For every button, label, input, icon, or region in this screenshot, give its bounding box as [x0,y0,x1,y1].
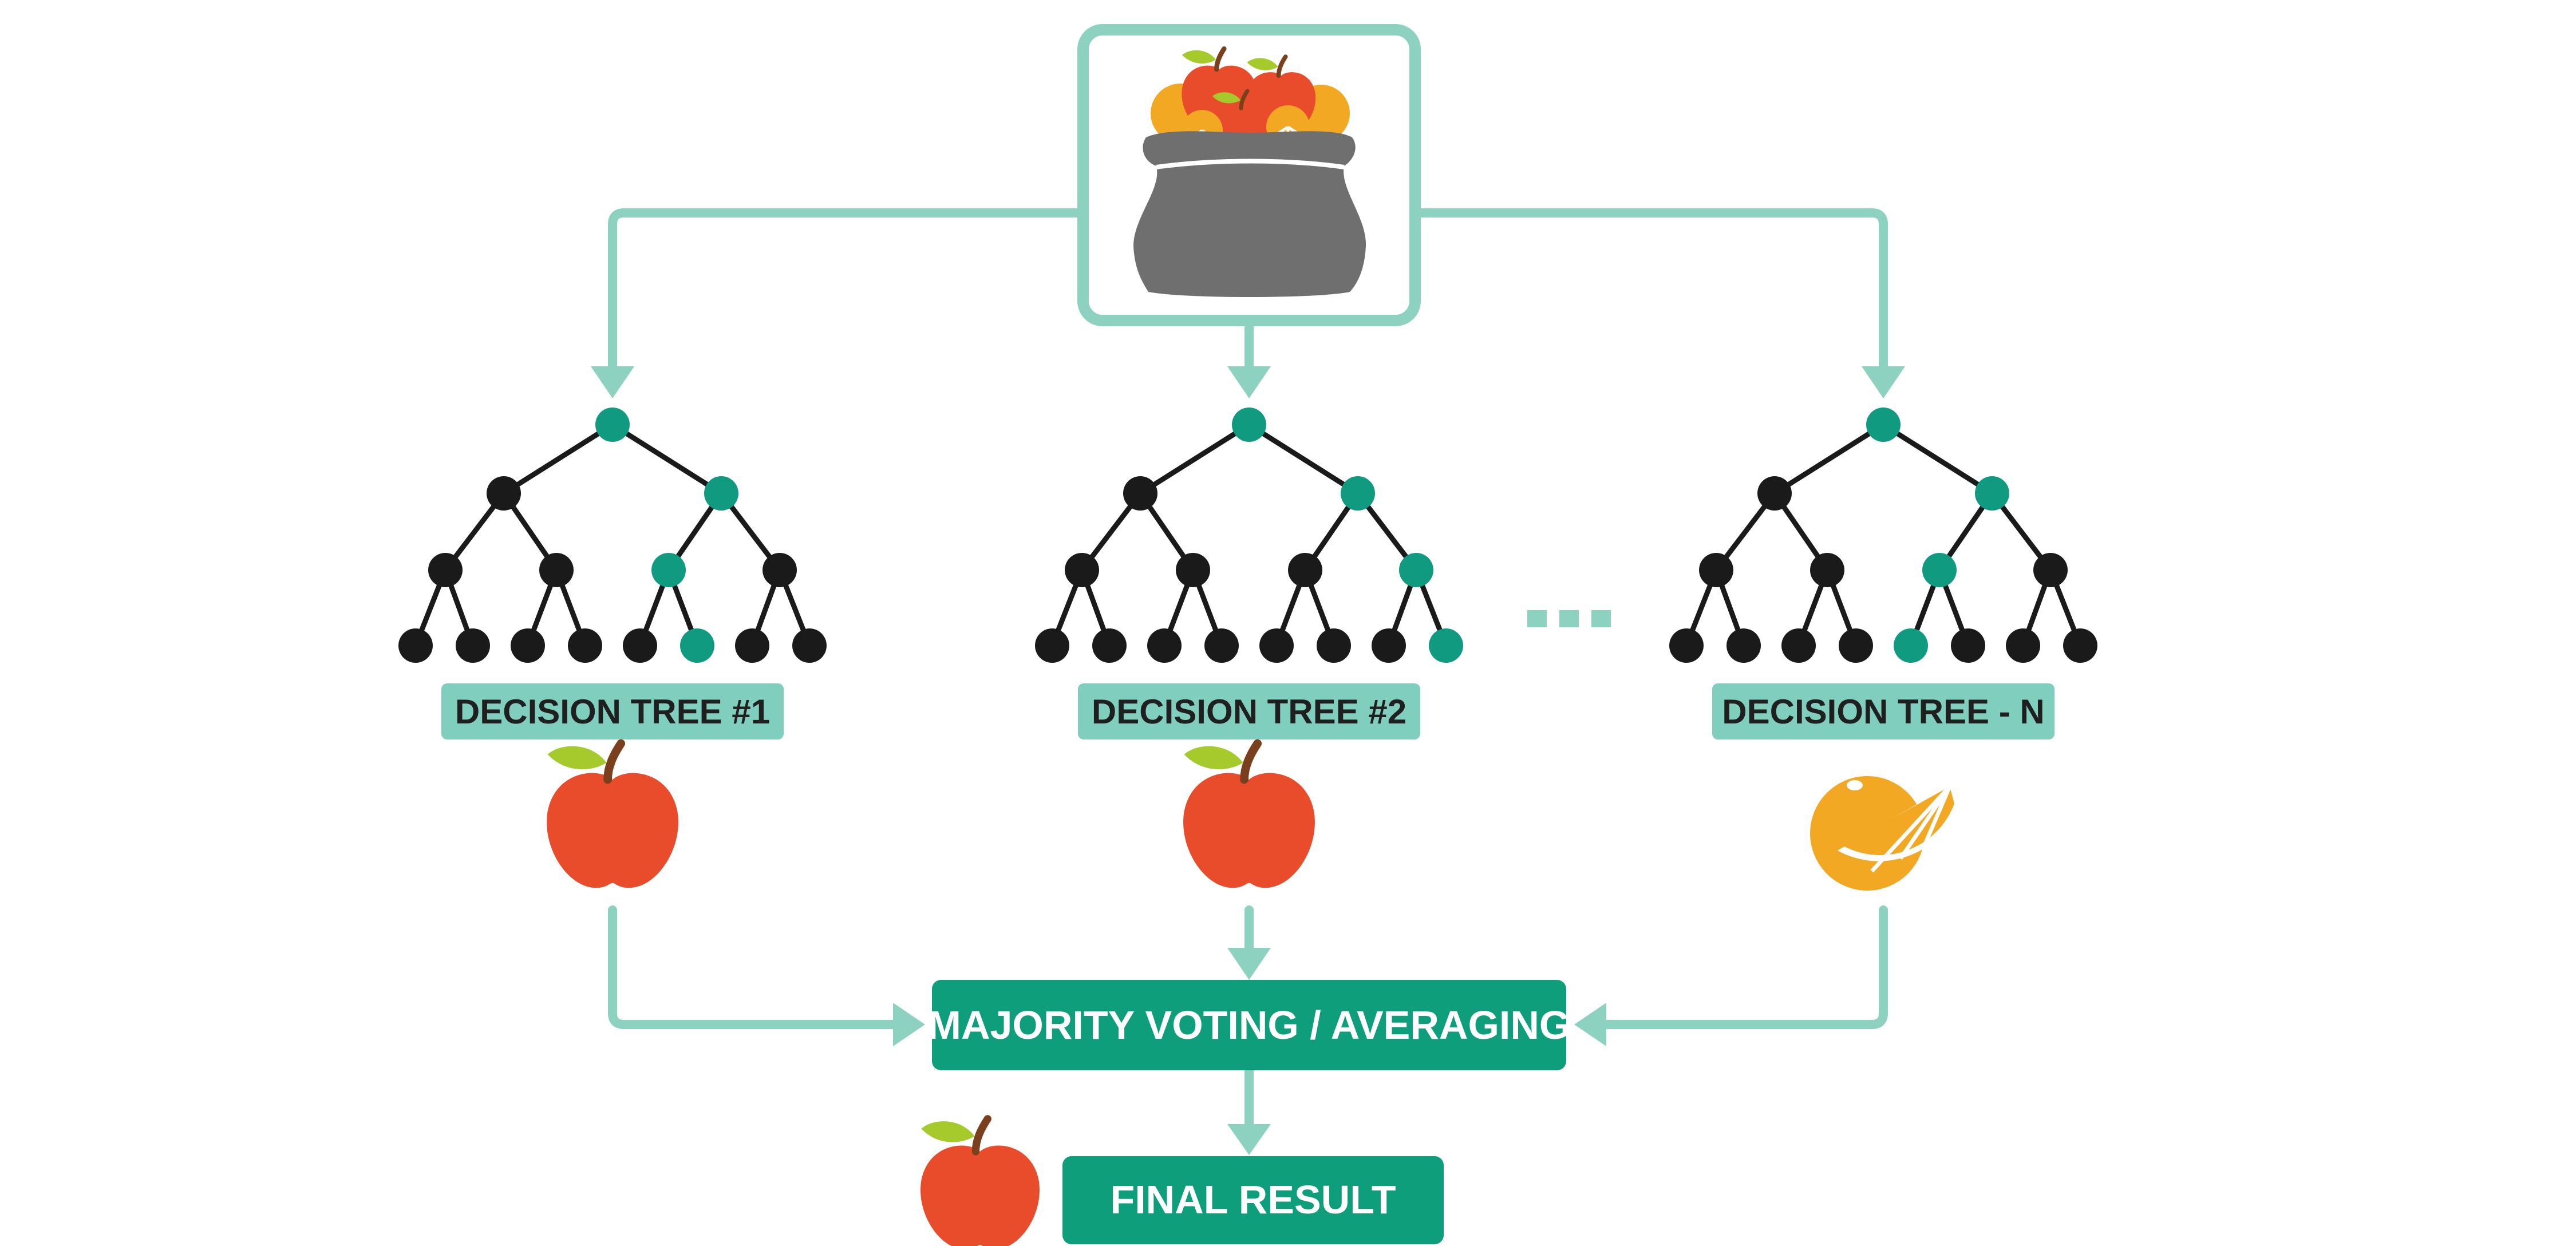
connector-sack-to-tree-1 [608,208,1086,371]
tree-label-box [1712,683,2055,739]
tree-node [792,628,827,663]
tree-node [1726,628,1761,663]
tree-node-highlighted [1866,408,1901,442]
tree-label: DECISION TREE #1 [455,693,770,731]
apple-icon [1183,743,1315,888]
tree-node-highlighted [1429,628,1463,663]
tree-node [428,553,463,587]
tree-node-highlighted [704,476,738,511]
tree-label-box [1078,683,1420,739]
tree-edge [1773,422,1885,496]
tree-node [398,628,433,663]
arrow-tree-n-to-aggregator [1574,1003,1606,1046]
tree-node-highlighted [1894,628,1928,663]
connectors [591,208,1905,1155]
tree-node [2063,628,2097,663]
apple-icon [547,743,678,888]
tree-edge [1139,422,1251,496]
tree-node [456,628,490,663]
tree-node [1176,553,1210,587]
tree-node-highlighted [1922,553,1957,587]
tree-edge [502,422,614,496]
aggregator-box: MAJORITY VOTING / AVERAGING [928,980,1571,1070]
tree-node [1204,628,1239,663]
tree-label-box [441,683,784,739]
arrow-tree-2-to-aggregator [1227,948,1271,980]
tree-node [1092,628,1127,663]
tree-node [1317,628,1351,663]
tree-node [1810,553,1844,587]
tree-node-highlighted [651,553,686,587]
connector-sack-to-tree-n [1411,208,1888,371]
orange-icon [1810,776,1960,891]
ellipsis [1527,610,1611,627]
tree-node-highlighted [1341,476,1375,511]
arrow-aggregator-to-final [1227,1124,1271,1155]
tree-node-highlighted [1232,408,1266,442]
tree-edge [1247,422,1360,496]
tree-node [1669,628,1704,663]
tree-node [487,476,521,511]
tree-node [2006,628,2040,663]
connector-tree-1-to-aggregator [608,905,898,1029]
arrow-to-tree-2 [1227,366,1271,398]
tree-node [623,628,657,663]
tree-node [1123,476,1157,511]
fruit-sack-icon [1133,49,1366,297]
arrow-tree-1-to-aggregator [893,1003,925,1046]
arrow-to-tree-n [1862,366,1905,398]
tree-node [1065,553,1099,587]
connector-tree-n-to-aggregator [1602,905,1888,1029]
tree-node-highlighted [680,628,714,663]
trees-layer: DECISION TREE #1 DECISION TREE #2 DECISION… [398,408,2097,891]
tree-node [539,553,574,587]
tree-node [1288,553,1322,587]
tree-node [1699,553,1733,587]
tree-node [568,628,602,663]
tree-label: DECISION TREE - N [1722,693,2044,731]
tree-node [1757,476,1792,511]
final-label: FINAL RESULT [1110,1177,1396,1222]
tree-edge [611,422,723,496]
tree-node [1781,628,1816,663]
tree-node-highlighted [1975,476,2009,511]
tree-edge [1882,422,1994,496]
decision-tree-2: DECISION TREE #2 [1035,408,1463,888]
input-dataset [1077,24,1421,326]
tree-label: DECISION TREE #2 [1092,693,1406,731]
final-box [1062,1156,1444,1244]
tree-node [1839,628,1873,663]
tree-node [2033,553,2068,587]
tree-node [1035,628,1069,663]
tree-node [511,628,545,663]
tree-node [1259,628,1294,663]
aggregator-label: MAJORITY VOTING / AVERAGING [928,1003,1571,1047]
tree-node [1951,628,1985,663]
decision-tree-3: DECISION TREE - N [1669,408,2097,891]
decision-tree-1: DECISION TREE #1 [398,408,827,888]
tree-node [762,553,797,587]
final-result: FINAL RESULT [920,1119,1444,1246]
arrow-to-tree-1 [591,366,634,398]
tree-node [1147,628,1182,663]
tree-node [1372,628,1406,663]
tree-node-highlighted [595,408,630,442]
tree-node-highlighted [1399,553,1433,587]
tree-node [735,628,769,663]
apple-icon [920,1119,1040,1246]
